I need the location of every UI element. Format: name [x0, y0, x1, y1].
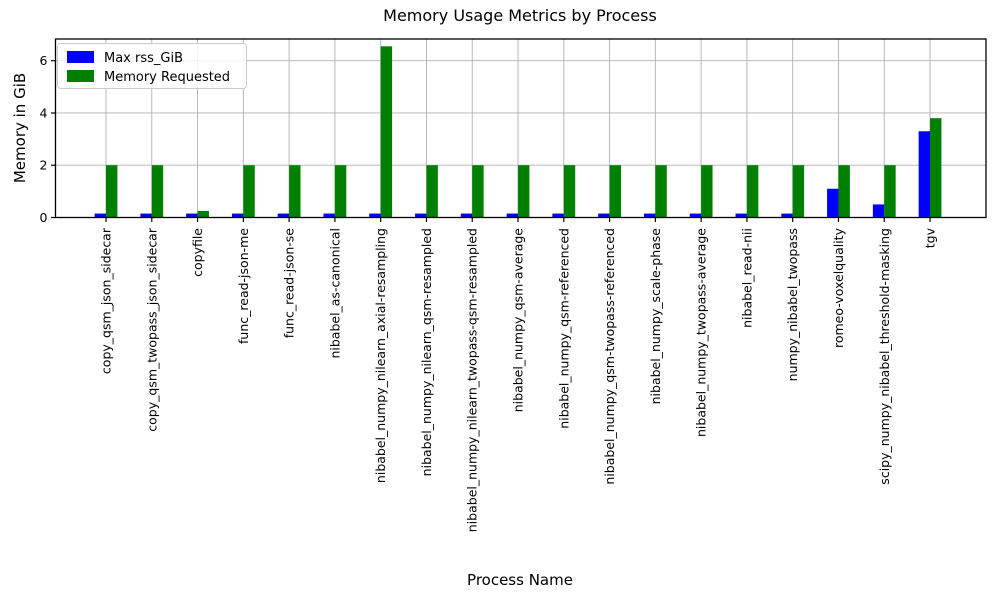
x-tick-label: scipy_numpy_nibabel_threshold-masking: [877, 228, 892, 485]
bar-max-rss: [94, 213, 106, 218]
bar-max-rss: [689, 213, 702, 218]
y-tick-labels: 0 2 4 6: [40, 53, 48, 225]
chart-title: Memory Usage Metrics by Process: [383, 6, 657, 25]
y-tick-label: 2: [40, 158, 48, 173]
bar-memory-requested: [380, 46, 393, 218]
x-tick-label: func_read-json-se: [282, 228, 297, 339]
bar-memory-requested: [472, 165, 484, 218]
legend-label-max-rss: Max rss_GiB: [104, 51, 183, 66]
bar-memory-requested: [838, 165, 850, 218]
x-tick-label: tgv: [923, 227, 938, 248]
bar-memory-requested: [518, 165, 530, 218]
x-tick-label: copyfile: [190, 228, 205, 277]
bar-memory-requested: [701, 165, 713, 218]
bar-max-rss: [140, 213, 152, 218]
bar-max-rss: [827, 188, 839, 218]
x-tick-labels: copy_qsm_json_sidecar copy_qsm_twopass_js…: [99, 227, 938, 532]
legend-box: [57, 43, 247, 89]
bar-max-rss: [918, 131, 931, 218]
bar-memory-requested: [426, 165, 438, 218]
bar-max-rss: [369, 213, 381, 218]
tick-marks: [51, 60, 931, 222]
x-tick-label: nibabel_numpy_qsm-average: [511, 228, 526, 413]
y-tick-label: 6: [40, 53, 48, 68]
bar-memory-requested: [151, 165, 164, 218]
y-axis-label: Memory in GiB: [11, 73, 29, 183]
x-tick-label: func_read-json-me: [236, 228, 251, 344]
bar-max-rss: [460, 213, 473, 218]
x-tick-label: nibabel_numpy_twopass-average: [694, 228, 709, 437]
x-tick-label: nibabel_as-canonical: [327, 228, 342, 359]
x-tick-label: nibabel_numpy_nilearn_twopass-qsm-resamp…: [465, 228, 480, 532]
x-tick-label: romeo-voxelquality: [831, 227, 846, 348]
x-tick-label: nibabel_numpy_qsm-referenced: [556, 228, 571, 429]
bar-max-rss: [643, 213, 656, 218]
x-tick-label: nibabel_numpy_qsm-twopass-referenced: [602, 228, 617, 485]
bar-memory-requested: [289, 165, 301, 218]
bar-max-rss: [872, 204, 885, 218]
bar-memory-requested: [106, 165, 118, 218]
bar-memory-requested: [334, 165, 347, 218]
bar-memory-requested: [655, 165, 667, 218]
bar-max-rss: [323, 213, 335, 218]
bar-max-rss: [735, 213, 747, 218]
y-tick-label: 4: [40, 105, 48, 120]
legend-label-memory-requested: Memory Requested: [104, 70, 230, 85]
bar-max-rss: [552, 213, 564, 218]
bar-memory-requested: [884, 165, 896, 218]
y-tick-label: 0: [40, 210, 48, 225]
bar-memory-requested: [243, 165, 255, 218]
bar-max-rss: [231, 213, 244, 218]
x-tick-label: numpy_nibabel_twopass: [785, 228, 800, 381]
bar-max-rss: [781, 213, 793, 218]
bar-max-rss: [277, 213, 290, 218]
bar-memory-requested: [792, 165, 805, 218]
bar-max-rss: [506, 213, 519, 218]
bar-memory-requested: [746, 165, 759, 218]
x-tick-label: copy_qsm_json_sidecar: [99, 227, 114, 374]
legend-swatch-memory-requested: [67, 70, 94, 82]
bar-memory-requested: [197, 210, 209, 218]
legend: Max rss_GiB Memory Requested: [57, 43, 247, 89]
x-tick-label: nibabel_read-nii: [739, 228, 754, 328]
bar-max-rss: [186, 213, 198, 218]
x-tick-label: nibabel_numpy_nilearn_qsm-resampled: [419, 228, 434, 476]
legend-swatch-max-rss: [67, 51, 94, 63]
bar-memory-requested: [563, 165, 576, 218]
bar-layer: [94, 46, 942, 218]
x-tick-label: nibabel_numpy_scale-phase: [648, 228, 663, 405]
plot-border: [54, 38, 987, 219]
x-tick-label: nibabel_numpy_nilearn_axial-resampling: [373, 228, 388, 483]
bar-max-rss: [415, 213, 427, 218]
bar-max-rss: [598, 213, 610, 218]
x-axis-label: Process Name: [467, 571, 573, 589]
bar-memory-requested: [609, 165, 621, 218]
bar-memory-requested: [930, 118, 942, 218]
x-tick-label: copy_qsm_twopass_json_sidecar: [144, 227, 159, 432]
